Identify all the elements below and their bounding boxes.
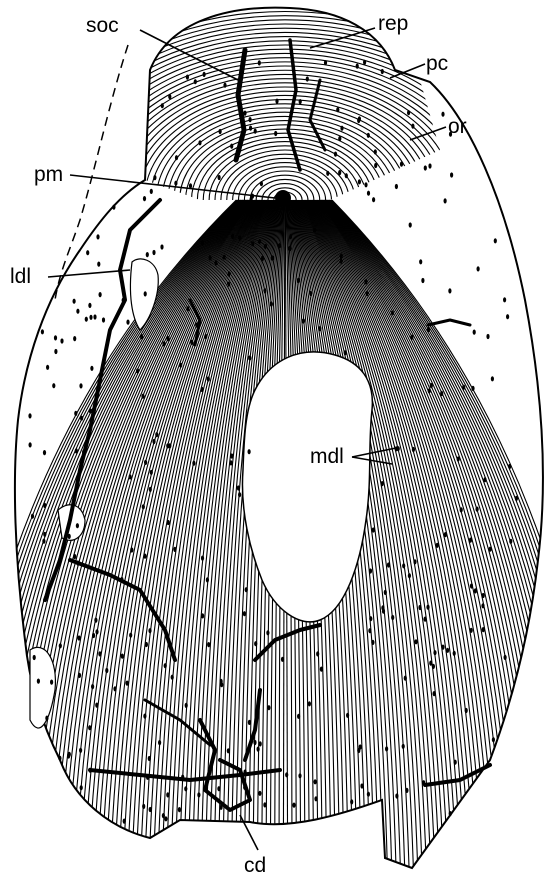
label-rep: rep	[378, 12, 408, 35]
label-pc: pc	[426, 52, 448, 75]
label-soc: soc	[86, 14, 119, 37]
label-pm: pm	[34, 163, 63, 186]
label-or: or	[448, 115, 467, 138]
label-mdl: mdl	[310, 445, 344, 468]
pit-organ	[275, 190, 291, 206]
label-ldl: ldl	[10, 265, 31, 288]
label-cd: cd	[244, 854, 266, 877]
